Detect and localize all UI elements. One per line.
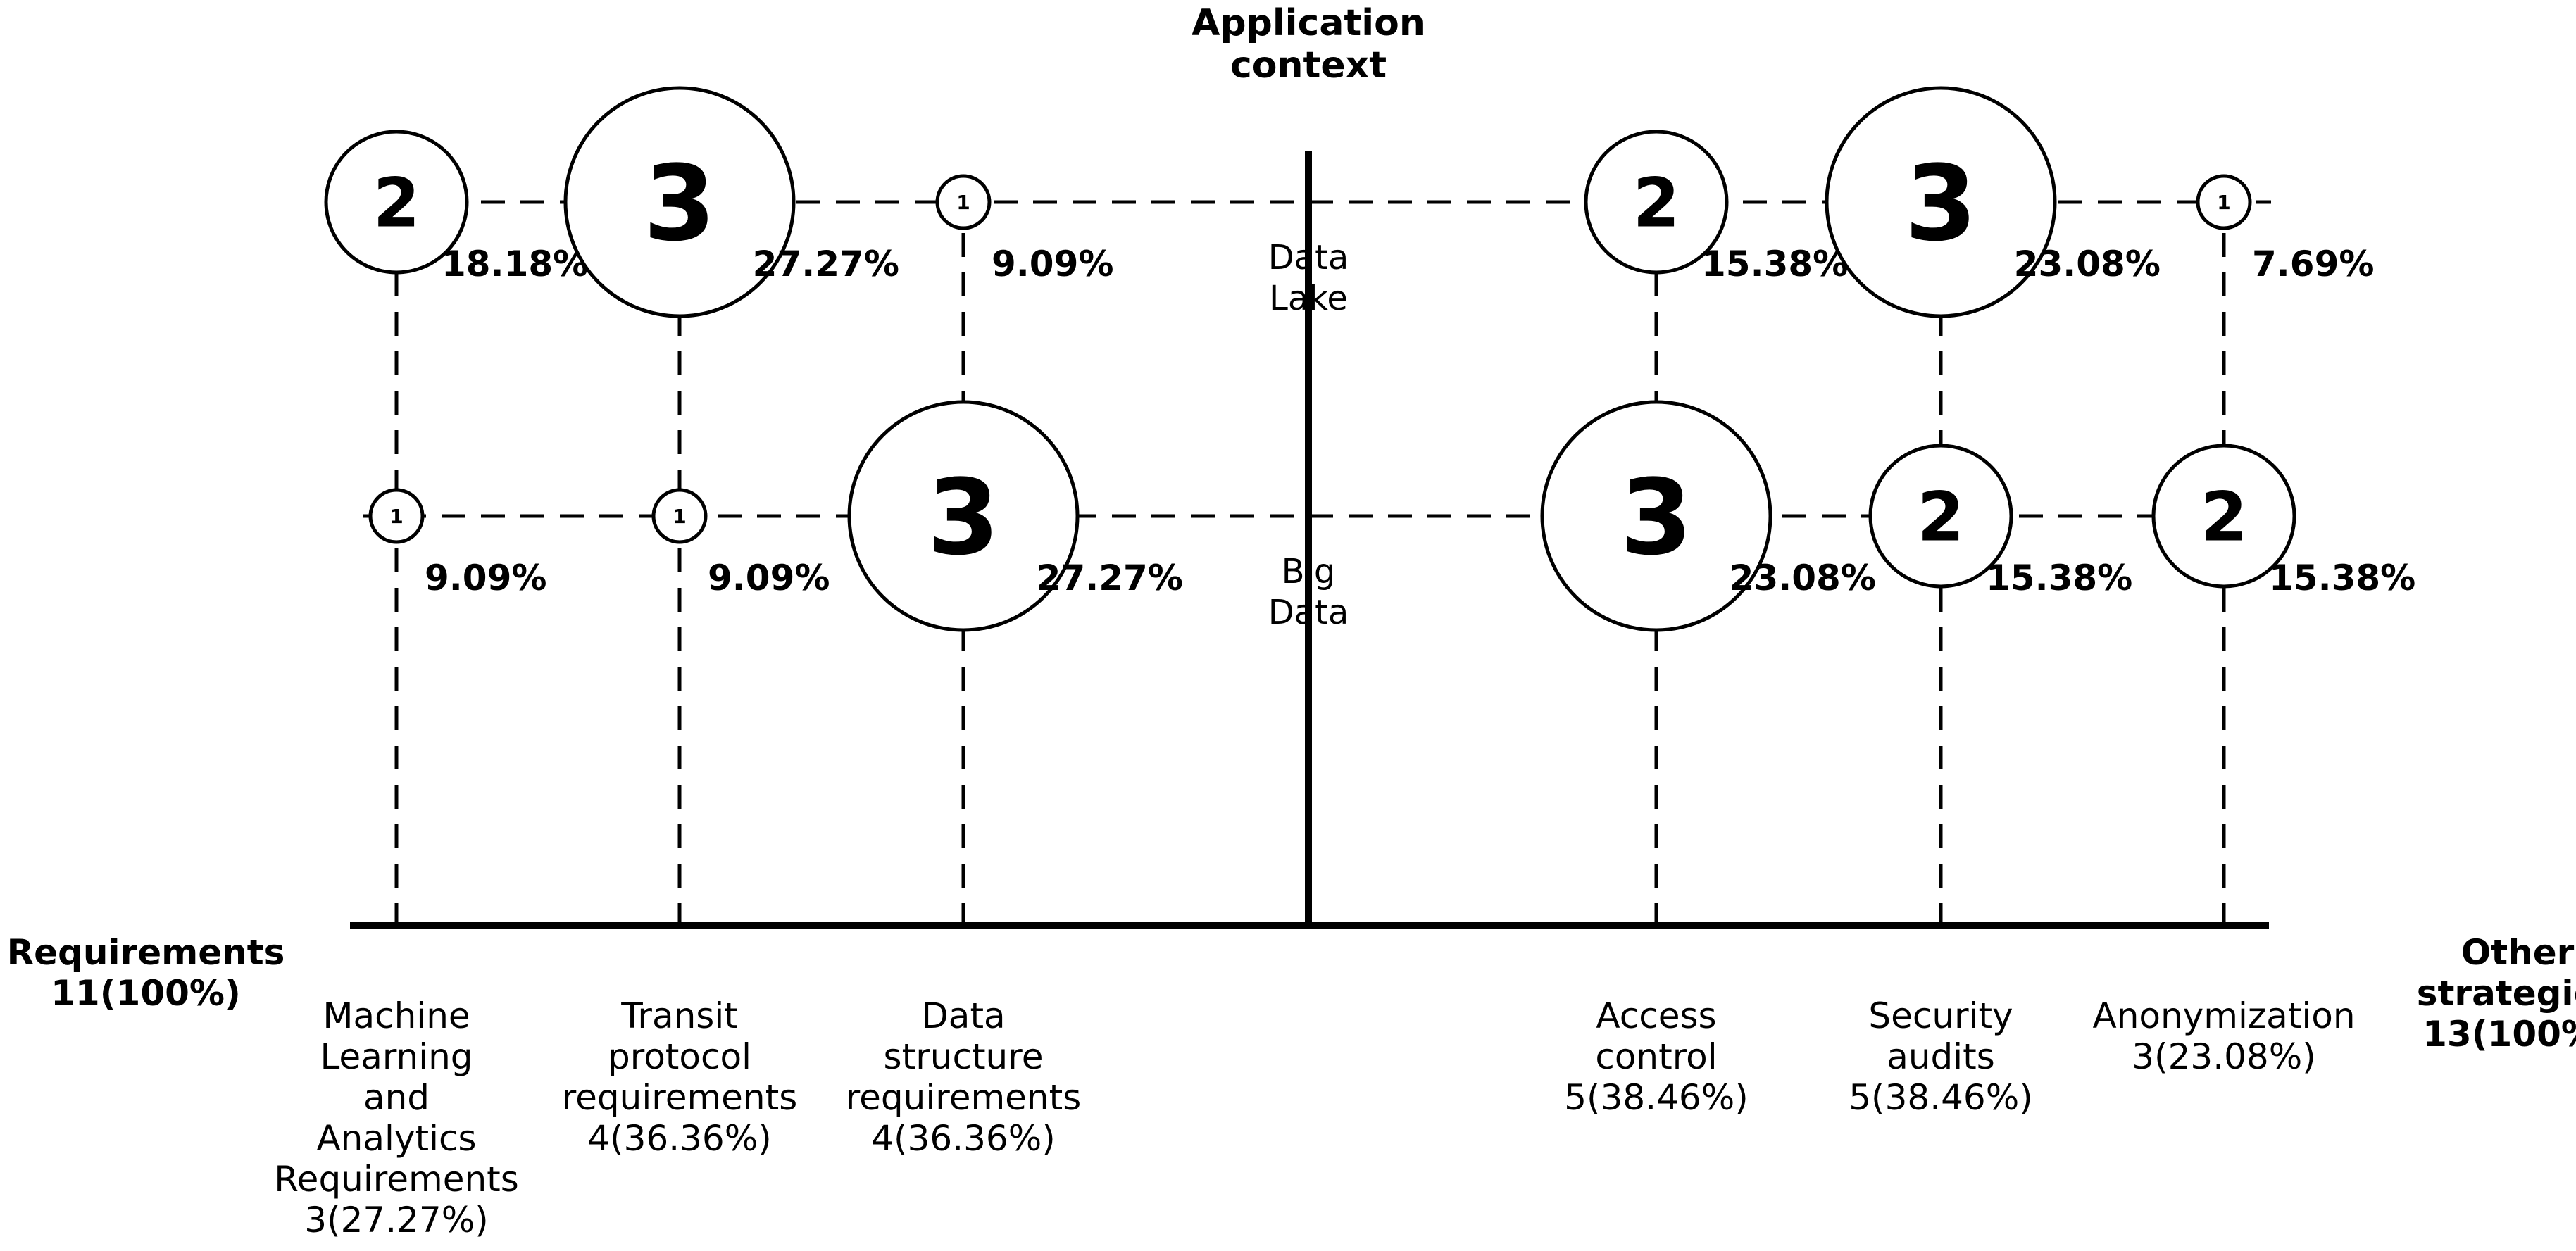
bubble-count-right-1-0: 3 <box>1905 143 1977 264</box>
left-category-2-line-2: requirements <box>846 1077 1082 1118</box>
bubble-count-left-0-0: 2 <box>373 164 420 243</box>
left-category-0-line-4: Requirements <box>274 1159 519 1200</box>
left-category-1-line-0: Transit <box>620 995 738 1036</box>
bubble-count-right-0-1: 3 <box>1620 457 1693 578</box>
left-category-0-line-1: Learning <box>320 1036 473 1077</box>
left-category-2-line-0: Data <box>921 995 1005 1036</box>
bubble-percent-right-1-1: 15.38% <box>1986 558 2132 598</box>
bubble-left-1-0 <box>563 86 796 318</box>
bubble-percent-left-0-0: 18.18% <box>442 244 588 284</box>
row-label-1-line-1: Data <box>1268 593 1349 632</box>
right-category-1-line-2: 5(38.46%) <box>1849 1077 2032 1118</box>
bubble-right-2-1 <box>2151 444 2296 589</box>
right-category-0-line-2: 5(38.46%) <box>1564 1077 1748 1118</box>
bubble-left-2-1 <box>847 400 1080 632</box>
bubble-count-right-2-1: 2 <box>2201 478 2248 557</box>
bubble-right-0-0 <box>1584 130 1729 275</box>
bubble-count-left-1-0: 3 <box>644 143 716 264</box>
bubble-right-1-1 <box>1868 444 2013 589</box>
bubble-right-2-0 <box>2196 174 2252 230</box>
bubble-percent-right-0-1: 23.08% <box>1730 558 1876 598</box>
bubble-percent-left-2-0: 9.09% <box>992 244 1113 284</box>
bubble-right-1-0 <box>1825 86 2057 318</box>
bubble-count-right-1-1: 2 <box>1918 478 1965 557</box>
bubble-count-left-2-1: 3 <box>927 457 1000 578</box>
bubble-percent-left-1-1: 9.09% <box>708 558 830 598</box>
left-category-1-line-1: protocol <box>608 1036 751 1077</box>
right-axis-label-line-1: strategies <box>2417 973 2576 1014</box>
left-category-0-line-3: Analytics <box>316 1118 476 1159</box>
bubble-left-0-0 <box>324 130 469 275</box>
bubble-count-left-2-0: 1 <box>956 191 970 214</box>
bubble-percent-left-0-1: 9.09% <box>425 558 546 598</box>
bubble-count-right-2-0: 1 <box>2217 191 2230 214</box>
right-category-1-line-1: audits <box>1887 1036 1995 1077</box>
bubble-left-0-1 <box>368 488 425 544</box>
left-category-0-line-2: and <box>363 1077 430 1118</box>
center-title-line-0: Application <box>1192 2 1425 44</box>
left-category-0-line-0: Machine <box>323 995 470 1036</box>
right-category-0-line-1: control <box>1595 1036 1717 1077</box>
right-category-0-line-0: Access <box>1596 995 1716 1036</box>
right-category-1-line-0: Security <box>1868 995 2013 1036</box>
left-category-1-line-2: requirements <box>562 1077 798 1118</box>
left-axis-label-line-0: Requirements <box>7 932 285 973</box>
bubble-count-left-1-1: 1 <box>673 505 686 528</box>
left-axis-label-line-1: 11(100%) <box>51 973 241 1014</box>
bubble-left-2-0 <box>935 174 992 230</box>
row-label-1-line-0: Big <box>1282 552 1336 591</box>
right-axis-label-line-0: Other <box>2461 932 2575 973</box>
bubble-percent-right-1-0: 23.08% <box>2014 244 2161 284</box>
center-title-line-1: context <box>1230 44 1387 87</box>
bubble-percent-right-2-1: 15.38% <box>2269 558 2415 598</box>
bubble-percent-left-2-1: 27.27% <box>1037 558 1183 598</box>
row-label-0-line-0: Data <box>1268 238 1349 277</box>
left-category-2-line-1: structure <box>884 1036 1044 1077</box>
row-label-0-line-1: Lake <box>1269 279 1348 318</box>
bubble-count-left-0-1: 1 <box>389 505 403 528</box>
bubble-count-right-0-0: 2 <box>1633 164 1680 243</box>
left-category-0-line-5: 3(27.27%) <box>304 1200 488 1240</box>
bubble-right-0-1 <box>1540 400 1772 632</box>
left-category-2-line-3: 4(36.36%) <box>871 1118 1055 1159</box>
bubble-percent-left-1-0: 27.27% <box>753 244 899 284</box>
right-category-2-line-0: Anonymization <box>2092 995 2355 1036</box>
left-category-1-line-3: 4(36.36%) <box>587 1118 771 1159</box>
bubble-percent-right-0-0: 15.38% <box>1701 244 1848 284</box>
bubble-percent-right-2-0: 7.69% <box>2252 244 2374 284</box>
right-category-2-line-1: 3(23.08%) <box>2132 1036 2315 1077</box>
bubble-left-1-1 <box>651 488 708 544</box>
right-axis-label-line-2: 13(100%) <box>2422 1014 2576 1055</box>
